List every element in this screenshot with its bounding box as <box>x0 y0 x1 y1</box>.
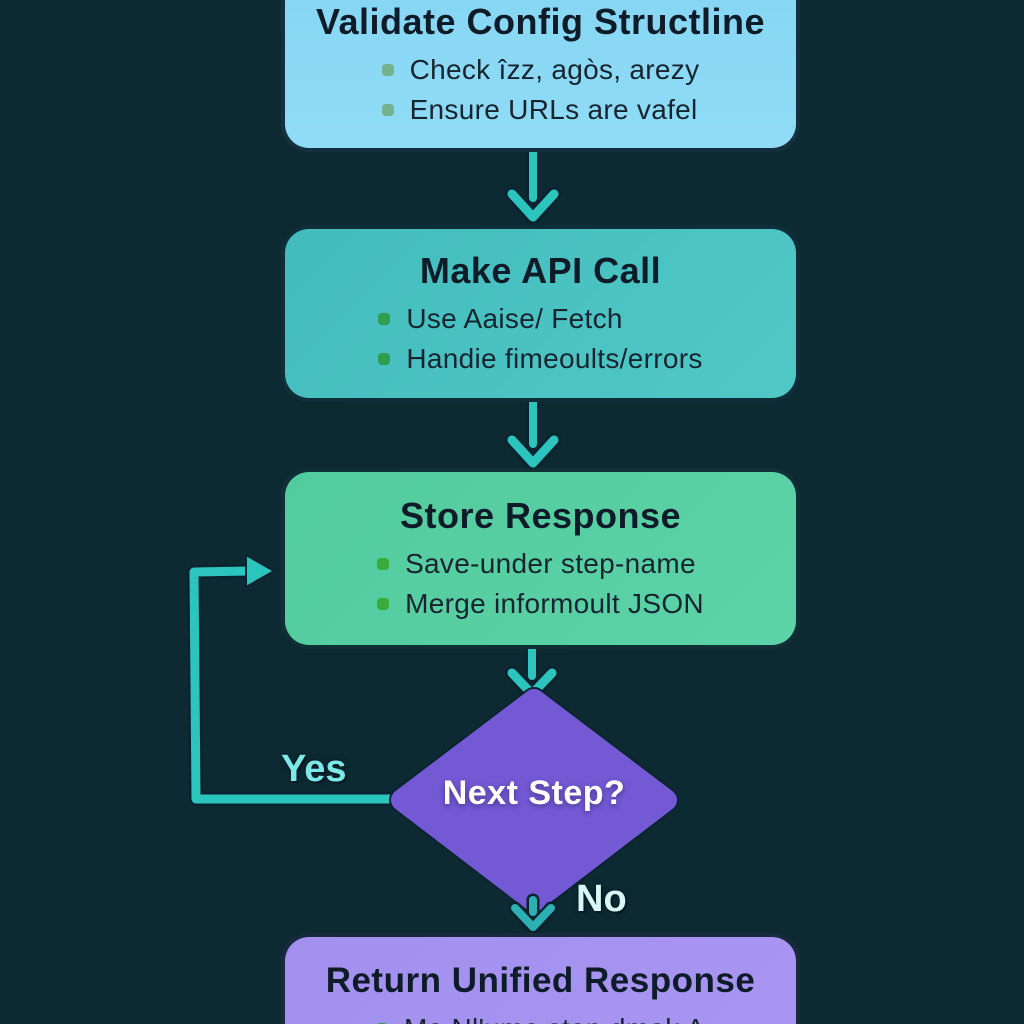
arrow-validate-to-api <box>505 141 561 226</box>
node-return-unified-response: Return Unified Response Ma Nl'ume step d… <box>281 933 800 1024</box>
decision-label: Next Step? <box>442 774 626 812</box>
bullet-dot-icon <box>377 598 390 610</box>
bullet-dot-icon <box>378 353 391 365</box>
arrow-no-to-return <box>508 893 558 936</box>
bullet-item: Handie fimeoults/errors <box>378 339 702 379</box>
bullet-item: Check îzz, agòs, arezy <box>381 50 700 90</box>
bullet-text: Save-under step-name <box>405 548 696 579</box>
bullet-dot-icon <box>378 313 391 325</box>
node-store-bullets: Save-under step-name Merge informoult JS… <box>377 544 704 624</box>
bullet-text: Merge informoult JSON <box>405 588 704 619</box>
node-return-bullets: Ma Nl'ume step dmak A <box>375 1009 705 1024</box>
bullet-text: Ensure URLs are vafel <box>409 94 698 125</box>
node-validate-config: Validate Config Structline Check îzz, ag… <box>281 0 800 152</box>
node-validate-title: Validate Config Structline <box>315 1 766 42</box>
arrow-yes-loop <box>187 554 408 806</box>
bullet-item: Ensure URLs are vafel <box>381 90 700 130</box>
bullet-text: Use Aaise/ Fetch <box>406 303 623 334</box>
bullet-text: Handie fimeoults/errors <box>406 343 703 374</box>
no-edge-label: No <box>576 878 627 920</box>
node-validate-bullets: Check îzz, agòs, arezy Ensure URLs are v… <box>381 50 700 130</box>
node-store-title: Store Response <box>399 495 682 536</box>
bullet-item: Use Aaise/ Fetch <box>378 299 702 339</box>
bullet-dot-icon <box>381 104 394 116</box>
bullet-item: Save-under step-name <box>377 544 704 584</box>
bullet-dot-icon <box>381 64 394 76</box>
bullet-dot-icon <box>377 558 390 570</box>
node-store-response: Store Response Save-under step-name Merg… <box>281 468 800 649</box>
bullet-text: Check îzz, agòs, arezy <box>409 54 700 85</box>
yes-edge-label: Yes <box>281 748 347 790</box>
node-make-api-call: Make API Call Use Aaise/ Fetch Handie fi… <box>281 225 800 402</box>
arrow-api-to-store <box>505 393 561 472</box>
bullet-item: Ma Nl'ume step dmak A <box>375 1009 705 1024</box>
node-return-title: Return Unified Response <box>325 961 756 1000</box>
bullet-text: Ma Nl'ume step dmak A <box>404 1009 705 1024</box>
node-api-title: Make API Call <box>419 250 662 291</box>
node-api-bullets: Use Aaise/ Fetch Handie fimeoults/errors <box>378 299 702 379</box>
bullet-item: Merge informoult JSON <box>377 584 704 624</box>
